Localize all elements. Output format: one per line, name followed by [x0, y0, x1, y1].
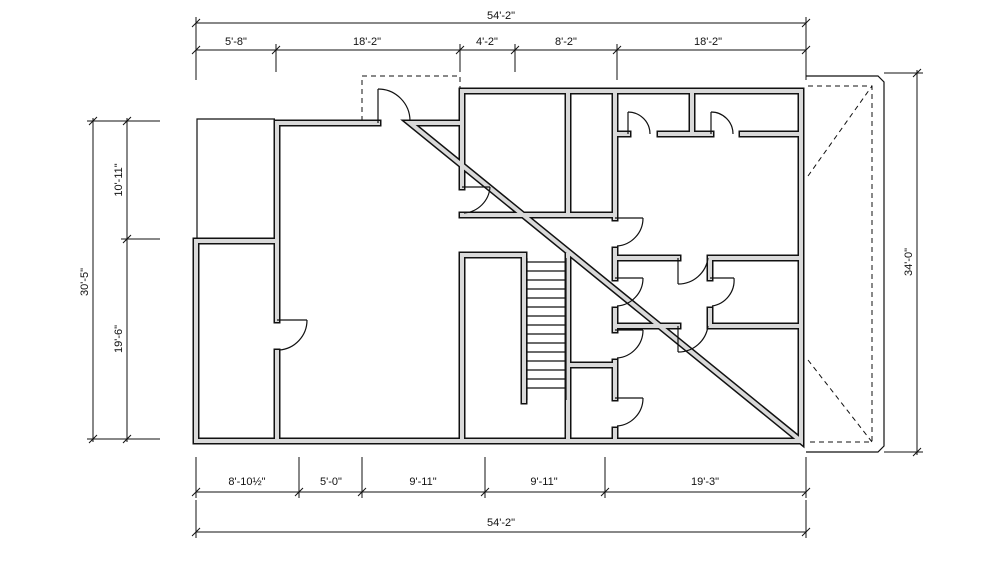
- top-dimension-group: 54'-2" 5'-8" 18'-2" 4'-2" 8'-2" 18'-2": [191, 10, 811, 80]
- wall-core: [194, 121, 380, 443]
- top-segment-2-dimension: 18'-2": [353, 36, 381, 48]
- bottom-segment-2-dimension: 5'-0": [320, 476, 342, 488]
- door-swing: [377, 88, 411, 123]
- wall-core: [460, 253, 526, 403]
- top-segment-1-dimension: 5'-8": [225, 36, 247, 48]
- door-swing: [627, 111, 651, 135]
- wall-core: [404, 89, 803, 446]
- bottom-segment-5-dimension: 19'-3": [691, 476, 719, 488]
- door-swing: [615, 217, 644, 247]
- door-swing: [615, 397, 644, 427]
- left-total-dimension: 30'-5": [79, 268, 91, 296]
- left-annex-outline: [196, 118, 275, 241]
- left-dimension-group: 30'-5" 10'-11" 19'-6": [79, 116, 160, 444]
- wall-segment: [400, 87, 805, 449]
- door-swing: [710, 277, 735, 307]
- bottom-dimension-group: 8'-10½" 5'-0" 9'-11" 9'-11" 19'-3" 54'-2…: [191, 457, 811, 538]
- left-segment-1-dimension: 10'-11": [113, 163, 125, 196]
- doors: [277, 88, 735, 427]
- door-swing: [677, 257, 709, 285]
- door-swing: [615, 277, 644, 307]
- top-segment-3-dimension: 4'-2": [476, 36, 498, 48]
- right-total-dimension: 34'-0": [903, 248, 915, 276]
- door-swing: [277, 319, 308, 351]
- entry-bump-outline: [361, 75, 461, 121]
- bottom-total-dimension: 54'-2": [487, 517, 515, 529]
- left-segment-2-dimension: 19'-6": [113, 325, 125, 353]
- top-segment-4-dimension: 8'-2": [555, 36, 577, 48]
- top-total-dimension: 54'-2": [487, 10, 515, 22]
- walls: [192, 87, 805, 449]
- door-swing: [677, 325, 709, 353]
- door-swing: [462, 186, 491, 214]
- bottom-segment-4-dimension: 9'-11": [530, 476, 557, 488]
- porch-outline: [806, 75, 885, 453]
- staircase: [526, 258, 567, 400]
- door-swing: [615, 329, 644, 359]
- wall-segment: [192, 119, 382, 445]
- top-segment-5-dimension: 18'-2": [694, 36, 722, 48]
- bottom-segment-1-dimension: 8'-10½": [228, 476, 265, 488]
- door-swing: [710, 111, 734, 135]
- bottom-segment-3-dimension: 9'-11": [409, 476, 436, 488]
- right-dimension-group: 34'-0": [884, 68, 923, 457]
- wall-segment: [458, 251, 528, 405]
